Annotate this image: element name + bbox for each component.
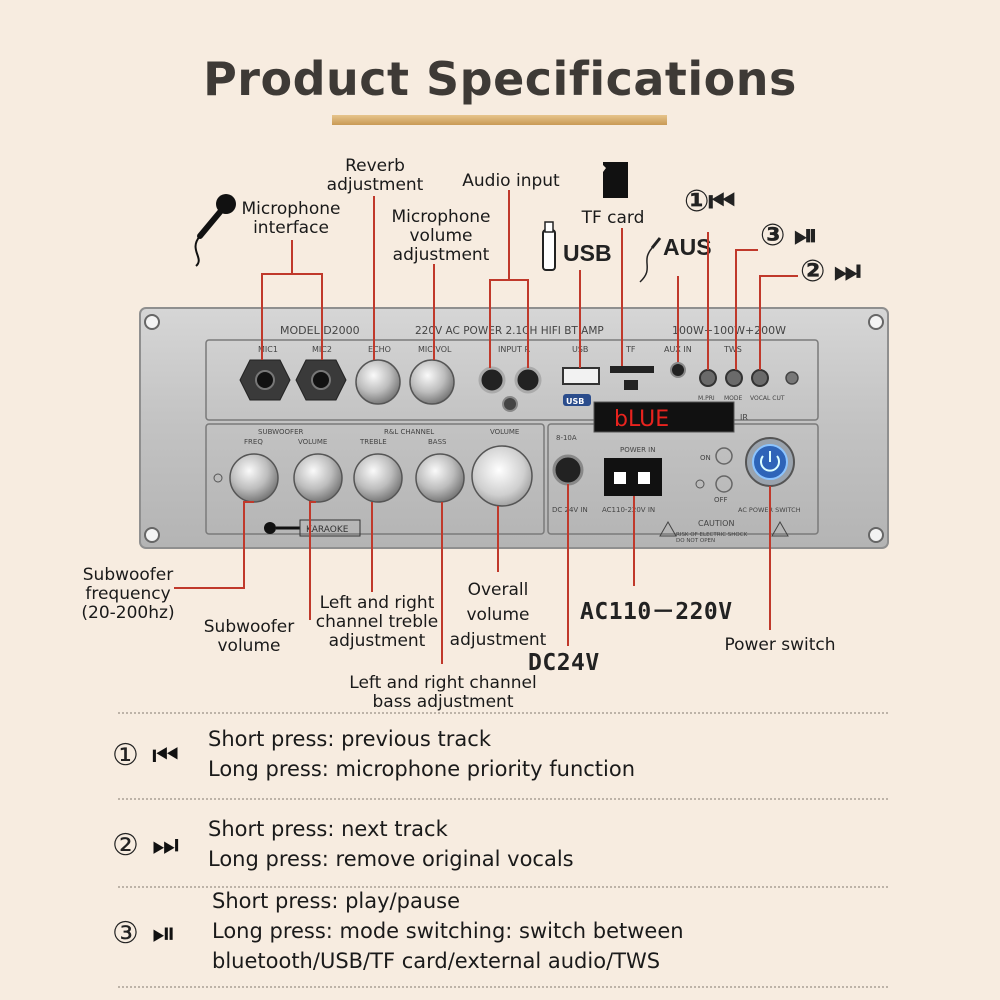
usb-port[interactable] (562, 367, 600, 385)
freq-knob-label: FREQ (244, 438, 263, 446)
mic1-jack[interactable] (239, 359, 291, 401)
button-2-label: ② ⏭ (800, 254, 861, 289)
vocal-cut-button[interactable] (751, 369, 769, 387)
vocal-cut-label: VOCAL CUT (750, 395, 785, 402)
treble-label: Left and right channel treble adjustment (315, 593, 439, 651)
aus-label: AUS (663, 234, 712, 260)
echo-knob[interactable] (355, 359, 401, 405)
led-display-text: bLUE (614, 407, 669, 432)
ac-power-socket[interactable] (604, 458, 662, 496)
mic-interface-label: Microphone interface (241, 199, 341, 238)
prev-button-label: M.PRI (698, 395, 715, 402)
amplifier-panel: MODEL D2000 220V AC POWER 2.1CH HIFI BT … (139, 307, 889, 549)
overall-volume-label: Overall volume adjustment (449, 580, 547, 650)
subwoofer-section-label: SUBWOOFER (258, 428, 304, 436)
audio-input-label: Audio input (462, 171, 560, 191)
function-1-line-1: Short press: previous track (208, 727, 491, 751)
function-3-line-1: Short press: play/pause (212, 889, 460, 913)
mode-button-label: MODE (724, 395, 743, 402)
separator-4 (118, 986, 888, 988)
separator-3 (118, 886, 888, 888)
button-1-label: ①⏮ (684, 184, 735, 219)
prev-button[interactable] (699, 369, 717, 387)
treble-knob[interactable] (353, 453, 403, 503)
mic-volume-knob[interactable] (409, 359, 455, 405)
bass-label: Left and right channel bass adjustment (349, 673, 537, 712)
function-3-line-2: Long press: mode switching: switch betwe… (212, 919, 684, 943)
ac-in-label: AC110-220V IN (602, 506, 655, 514)
tf-card-label: TF card (581, 208, 645, 228)
echo-label: ECHO (368, 345, 391, 354)
tf-card-icon (603, 162, 628, 198)
dc-in-jack[interactable] (552, 454, 584, 486)
function-row-1: ① ⏮ Short press: previous track Long pre… (112, 724, 912, 794)
mode-button[interactable] (725, 369, 743, 387)
on-label: ON (700, 454, 711, 462)
caution-label: CAUTION (698, 519, 734, 528)
usb-badge-text: USB (566, 397, 584, 406)
bass-knob[interactable] (415, 453, 465, 503)
function-2-line-2: Long press: remove original vocals (208, 847, 574, 871)
usb-stick-icon (542, 221, 556, 271)
rl-channel-label: R&L CHANNEL (384, 428, 434, 436)
next-track-icon: ⏭ (152, 828, 179, 863)
title-underline (332, 115, 667, 125)
number-3: ③ (112, 916, 139, 951)
ac-voltage-label: AC110－220V (580, 599, 733, 625)
panel-power-spec-text: 220V AC POWER 2.1CH HIFI BT AMP (415, 325, 604, 337)
function-3-line-3: bluetooth/USB/TF card/external audio/TWS (212, 949, 661, 973)
master-volume-knob-label: VOLUME (490, 428, 519, 436)
subwoofer-frequency-knob[interactable] (229, 453, 279, 503)
treble-knob-label: TREBLE (359, 438, 387, 446)
page-title: Product Specifications (203, 52, 797, 106)
panel-model-text: MODEL D2000 (280, 324, 360, 337)
function-2-line-1: Short press: next track (208, 817, 448, 841)
tf-slot-label: TF (625, 345, 636, 354)
bass-knob-label: BASS (428, 438, 447, 446)
usb-label: USB (563, 240, 612, 266)
mic-volume-label: Microphone volume adjustment (391, 207, 491, 265)
leader-lines (174, 190, 798, 664)
mic2-jack[interactable] (295, 359, 347, 401)
microphone-icon (194, 194, 236, 267)
power-switch-label: Power switch (724, 635, 836, 655)
input-left-rca[interactable] (478, 366, 506, 394)
mic1-label: MIC1 (258, 345, 278, 354)
subwoofer-volume-label: Subwoofer volume (203, 617, 295, 656)
mic-vol-label: MIC VOL (418, 345, 452, 354)
function-row-3: ③ ⏯ Short press: play/pause Long press: … (112, 886, 912, 982)
separator-1 (118, 712, 888, 714)
play-pause-icon: ⏯ (152, 916, 176, 951)
input-label: INPUT R (498, 345, 530, 354)
subwoofer-frequency-label: Subwoofer frequency (20-200hz) (81, 565, 175, 623)
power-switch-button[interactable] (745, 437, 795, 487)
ir-label: IR (740, 413, 748, 422)
function-1-line-2: Long press: microphone priority function (208, 757, 636, 781)
off-label: OFF (714, 496, 728, 504)
sub-volume-knob-label: VOLUME (298, 438, 327, 446)
previous-track-icon: ⏮ (152, 738, 179, 773)
aux-cable-icon (639, 237, 662, 283)
number-2: ② (112, 828, 139, 863)
reverb-label: Reverb adjustment (326, 156, 424, 195)
function-row-2: ② ⏭ Short press: next track Long press: … (112, 814, 912, 884)
separator-2 (118, 798, 888, 800)
amplifier-diagram: MODEL D2000 220V AC POWER 2.1CH HIFI BT … (139, 162, 889, 664)
tf-slot[interactable] (610, 366, 654, 373)
led-display (593, 401, 735, 433)
fuse-label: 8-10A (556, 434, 577, 442)
karaoke-label: KARAOKE (306, 525, 349, 535)
aux-in-jack[interactable] (670, 362, 686, 378)
master-volume-knob[interactable] (471, 445, 533, 507)
dc-voltage-label: DC24V (528, 650, 600, 676)
number-1: ① (112, 738, 139, 773)
dc-in-label: DC 24V IN (552, 506, 588, 514)
button-3-label: ③ ⏯ (760, 218, 818, 253)
tws-label: TWS (723, 345, 742, 354)
input-right-rca[interactable] (514, 366, 542, 394)
panel-watts-text: 100W+100W+200W (672, 324, 786, 337)
subwoofer-volume-knob[interactable] (293, 453, 343, 503)
power-in-label: POWER IN (620, 446, 655, 454)
